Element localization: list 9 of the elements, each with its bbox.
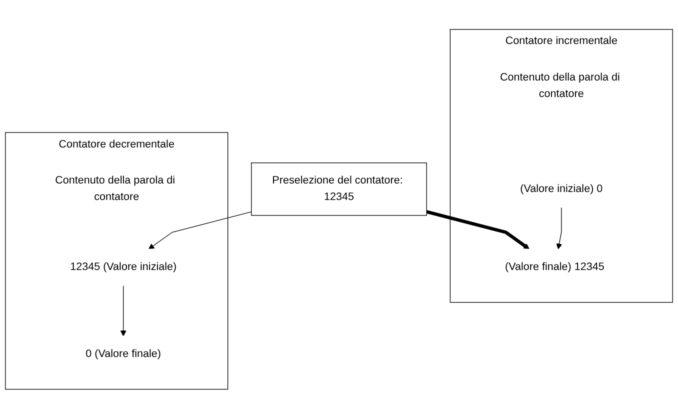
node-text: 12345 (Valore iniziale) [70,260,177,272]
node-box: Preselezione del contatore: 12345 [251,162,427,216]
node-text: (Valore finale) 12345 [505,260,604,272]
arrow [120,284,126,336]
node-text: 0 (Valore finale) [86,348,161,360]
arrow [556,206,562,250]
arrow [426,210,530,250]
arrow [148,211,252,250]
node-text: (Valore iniziale) 0 [520,182,603,194]
